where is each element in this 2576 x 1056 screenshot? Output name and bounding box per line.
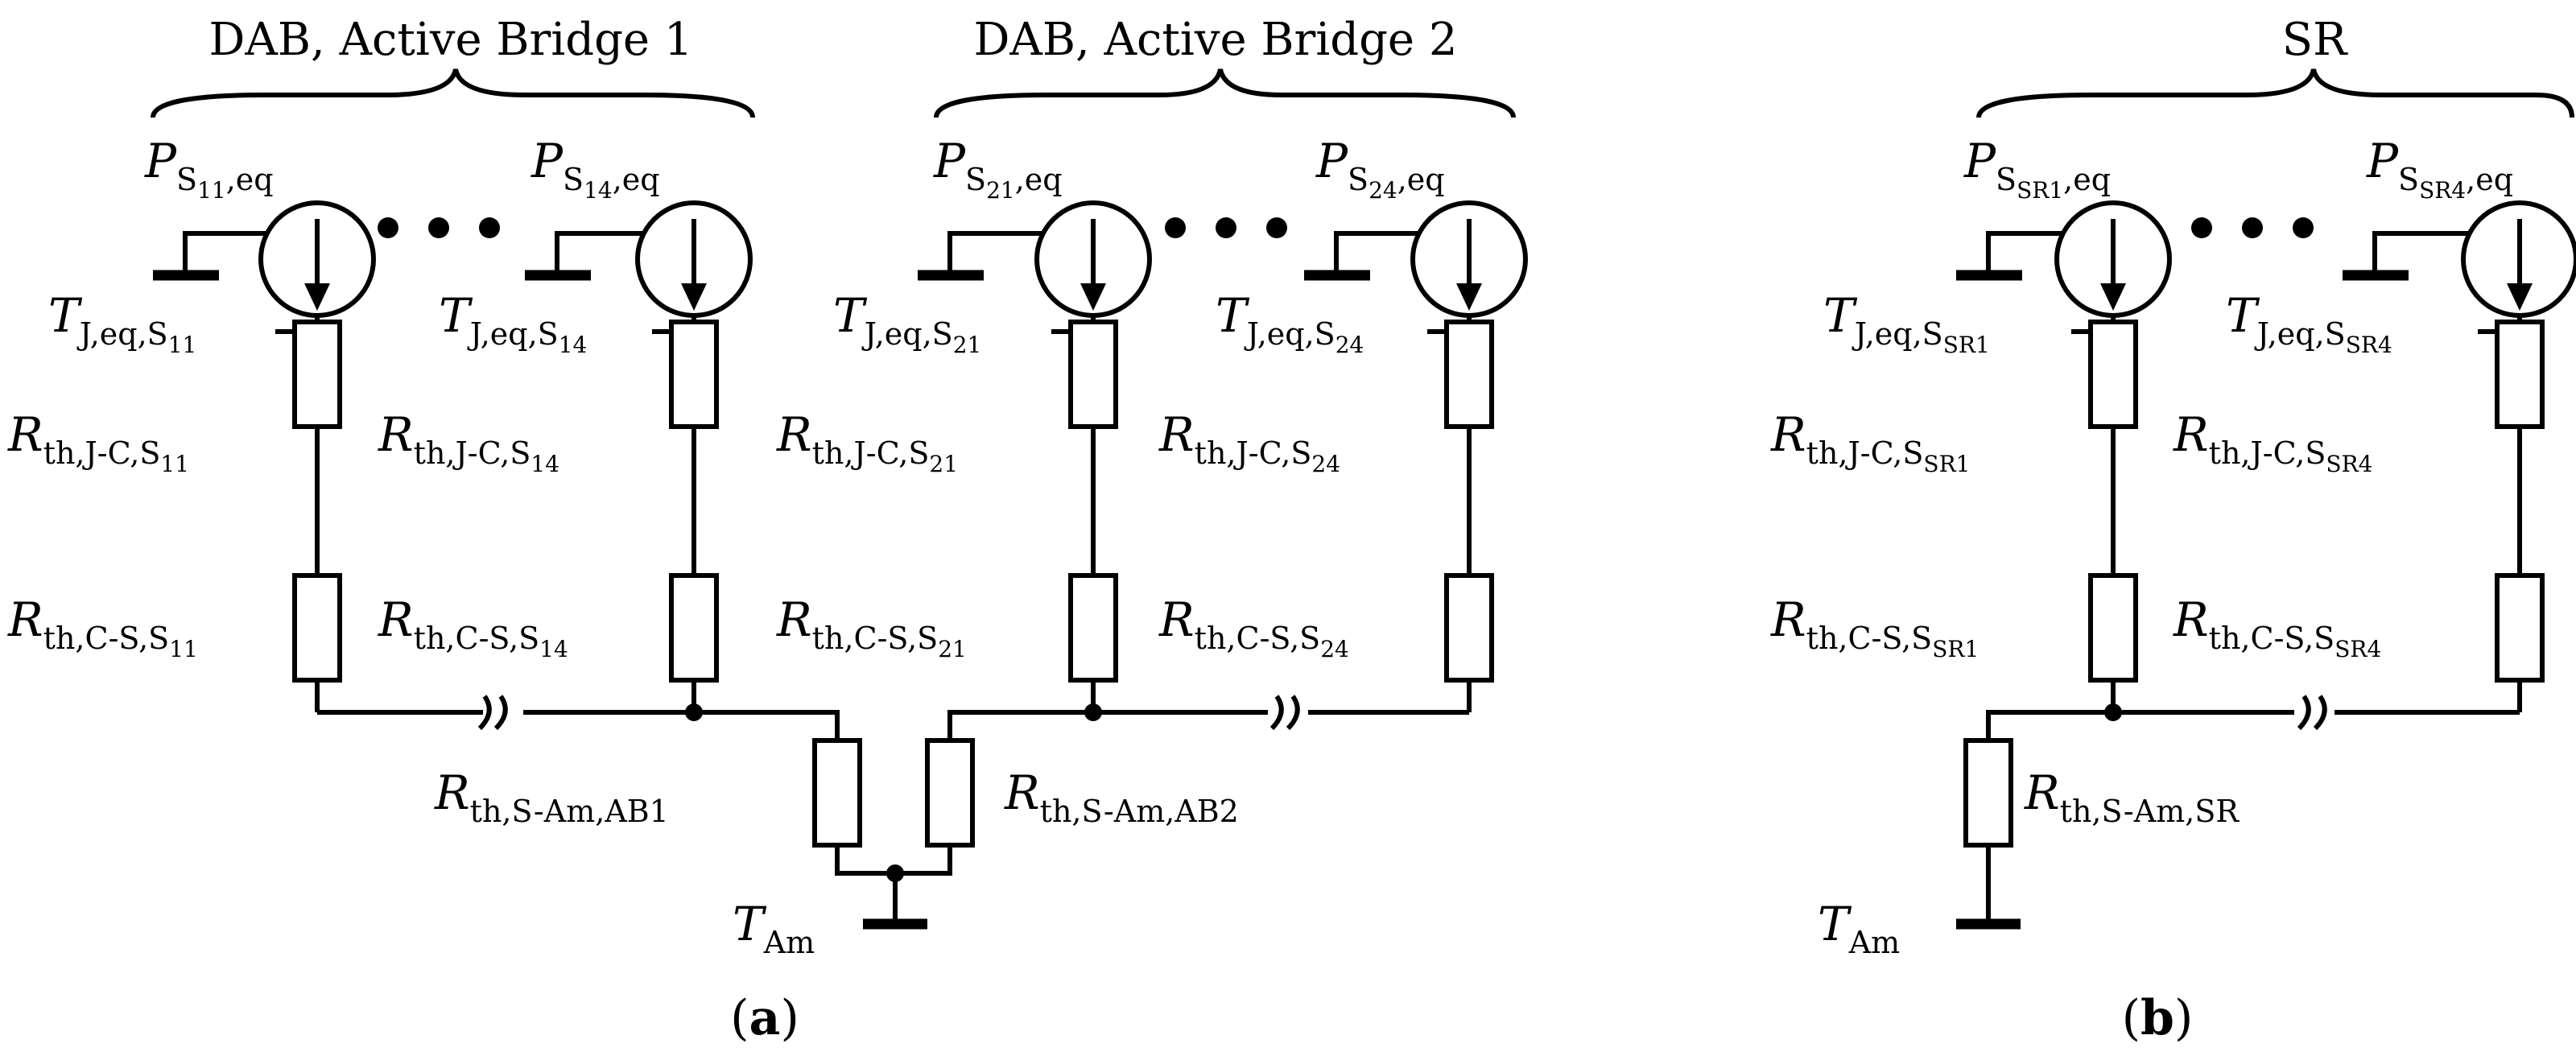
rjc-label-ssr4: Rth,J-C,SSR4 [2173,407,2373,477]
resistor-j-c [669,320,719,429]
resistor-c-s [292,573,342,683]
rcs-label-s24: Rth,C-S,S24 [1158,592,1349,662]
ambient-temp-label-a: TAm [733,897,815,960]
break-mark [477,695,508,731]
caption-b: (b) [2122,990,2194,1046]
power-loss-label-ssr4: PSSR4,eq [2366,134,2513,204]
source-arrow-head [2507,283,2533,311]
source-arrow-head [1456,283,1482,311]
junction-temp-label-s21: TJ,eq,S21 [833,288,981,358]
resistor-j-c [1068,320,1118,429]
power-loss-label-ssr1: PSSR1,eq [1963,134,2111,204]
rjc-label-s21: Rth,J-C,S21 [776,407,958,477]
junction-temp-label-s11: TJ,eq,S11 [48,288,196,358]
resistor-c-s [1068,573,1118,683]
header-active-bridge-1: DAB, Active Bridge 1 [209,14,693,66]
power-loss-label-s14: PS14,eq [530,134,660,204]
resistor-j-c [1444,320,1494,429]
brace-active-bridge-2 [934,68,1516,118]
resistor-c-s [669,573,719,683]
header-sr: SR [2282,14,2348,66]
source-arrow-head [681,283,707,311]
switch-column-ssr1: PSSR1,eq TJ,eq,SSR1 Rth,J-C,SSR1 Rth,C-S… [1770,134,2172,712]
junction-temp-label-s14: TJ,eq,S14 [439,288,587,358]
switch-column-ssr4: PSSR4,eq TJ,eq,SSR4 Rth,J-C,SSR4 Rth,C-S… [2173,134,2576,712]
heatsink-bus-ab2 [947,695,1469,740]
switch-column-s11: PS11,eq TJ,eq,S11 Rth,J-C,S11 Rth,C-S,S1… [7,134,376,712]
junction-temp-label-ssr1: TJ,eq,SSR1 [1823,288,1990,358]
break-mark [1269,695,1300,731]
rcs-label-ssr1: Rth,C-S,SSR1 [1770,592,1979,662]
ellipsis-dots-ab1 [378,217,500,238]
bus-node [685,703,703,721]
resistor-s-am-ab2 [925,738,975,848]
ellipsis-dots-ab2 [1165,217,1287,238]
brace-active-bridge-1 [151,68,755,118]
rcs-label-s14: Rth,C-S,S14 [378,592,568,662]
rsam-label-sr: Rth,S-Am,SR [2024,765,2240,829]
resistor-c-s [1444,573,1494,683]
heatsink-bus-ab1 [317,695,840,740]
power-loss-label-s11: PS11,eq [144,134,274,204]
break-mark [2297,695,2327,731]
resistor-j-c [2495,320,2545,429]
bus-node [2104,703,2122,721]
resistor-j-c [2088,320,2138,429]
power-loss-label-s21: PS21,eq [933,134,1063,204]
source-arrow-head [304,283,330,311]
rjc-label-s14: Rth,J-C,S14 [378,407,559,477]
resistor-c-s [2088,573,2138,683]
resistor-c-s [2495,573,2545,683]
rjc-label-s24: Rth,J-C,S24 [1158,407,1340,477]
bus-node [1084,703,1102,721]
rjc-label-ssr1: Rth,J-C,SSR1 [1770,407,1971,477]
header-active-bridge-2: DAB, Active Bridge 2 [974,14,1458,66]
heatsink-bus-sr [1986,695,2520,740]
caption-a: (a) [730,990,799,1046]
rcs-label-s11: Rth,C-S,S11 [7,592,198,662]
switch-column-s14: PS14,eq TJ,eq,S14 Rth,J-C,S14 Rth,C-S,S1… [378,134,753,712]
brace-sr [1976,68,2574,118]
rcs-label-s21: Rth,C-S,S21 [776,592,967,662]
power-loss-label-s24: PS24,eq [1315,134,1445,204]
source-arrow-head [1080,283,1106,311]
rcs-label-ssr4: Rth,C-S,SSR4 [2173,592,2381,662]
resistor-s-am-ab1 [812,738,862,848]
resistor-j-c [292,320,342,429]
junction-temp-label-ssr4: TJ,eq,SSR4 [2226,288,2392,358]
resistor-s-am-sr [1963,738,2013,848]
switch-column-s21: PS21,eq TJ,eq,S21 Rth,J-C,S21 Rth,C-S,S2… [776,134,1152,712]
rjc-label-s11: Rth,J-C,S11 [7,407,189,477]
ellipsis-dots-sr [2191,217,2314,238]
switch-column-s24: PS24,eq TJ,eq,S24 Rth,J-C,S24 Rth,C-S,S2… [1158,134,1528,712]
source-arrow-head [2100,283,2126,311]
junction-temp-label-s24: TJ,eq,S24 [1216,288,1364,358]
rsam-label-ab1: Rth,S-Am,AB1 [434,765,669,829]
rsam-label-ab2: Rth,S-Am,AB2 [1004,765,1239,829]
ambient-temp-label-b: TAm [1818,897,1900,960]
